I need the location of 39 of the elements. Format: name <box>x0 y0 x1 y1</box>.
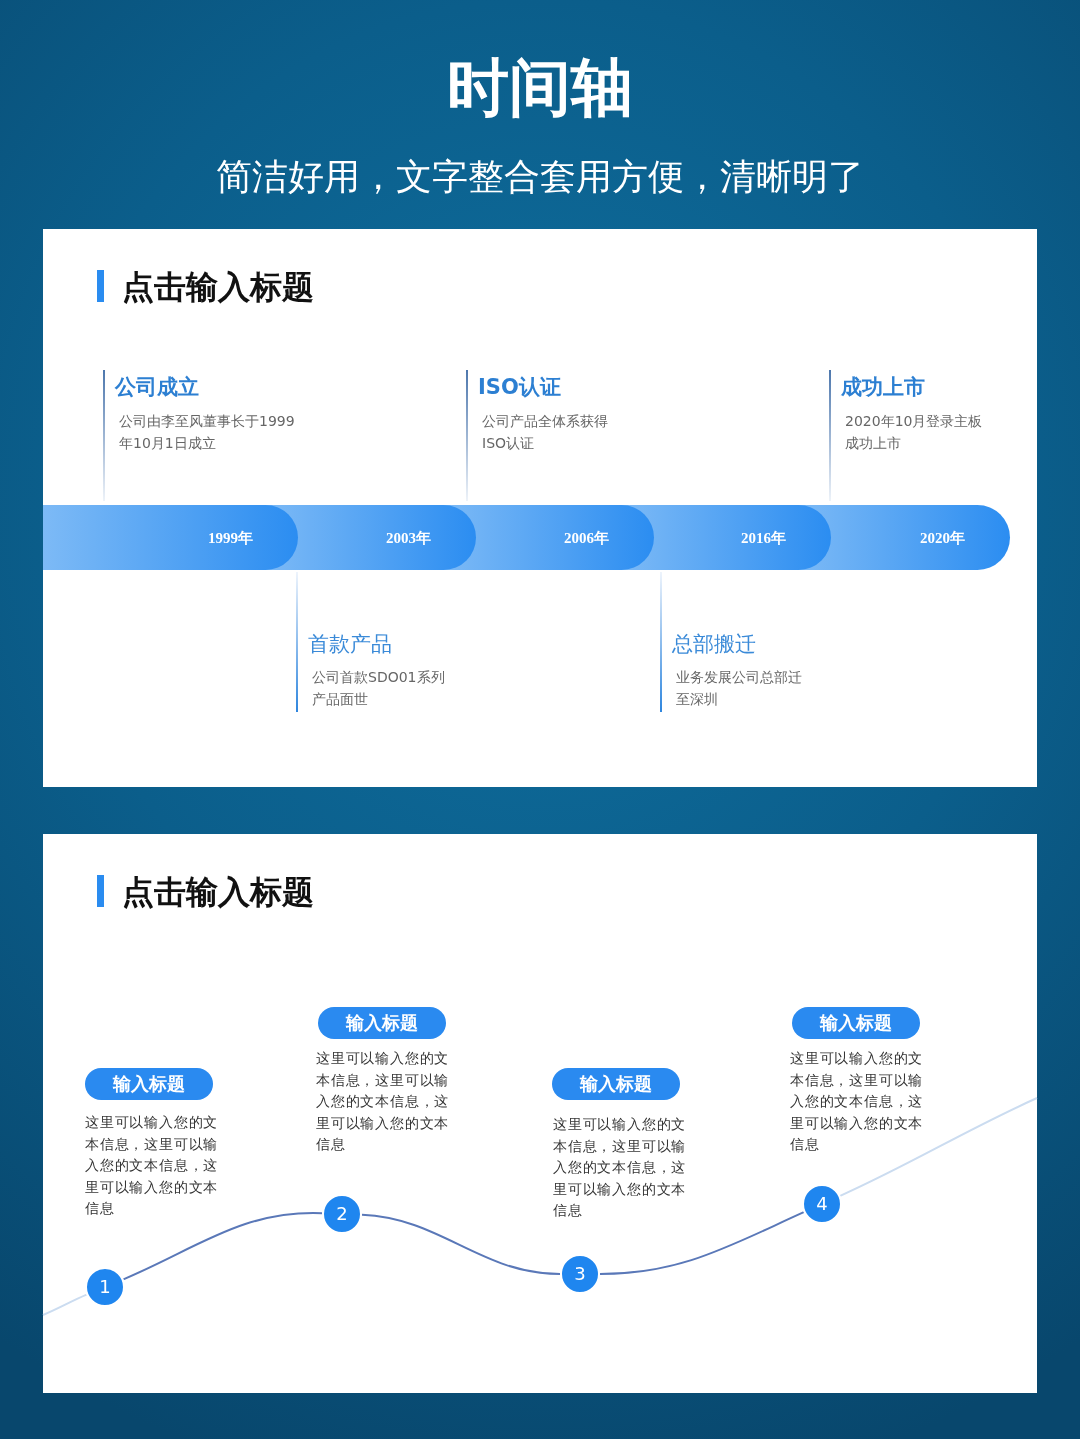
curve-connector <box>599 1211 805 1275</box>
title-tag: 输入标题 <box>552 1068 680 1100</box>
subtitle: 简洁好用，文字整合套用方便，清晰明了 <box>216 156 864 198</box>
description-text: 这里可以输入您的文本信息，这里可以输入您的文本信息，这里可以输入您的文本信息 <box>790 1049 925 1154</box>
event-description: 公司首款SDO01系列产品面世 <box>312 668 446 709</box>
curve-connector <box>122 1212 323 1281</box>
content-card <box>43 834 1037 1393</box>
curve-connector <box>361 1213 561 1275</box>
year-label: 2020年 <box>920 528 965 548</box>
title-tag: 输入标题 <box>318 1007 446 1039</box>
year-label: 2003年 <box>386 528 431 548</box>
event-title: 成功上市 <box>841 374 925 400</box>
description-text: 这里可以输入您的文本信息，这里可以输入您的文本信息，这里可以输入您的文本信息 <box>316 1049 451 1154</box>
event-title: ISO认证 <box>478 374 561 400</box>
section-heading: 点击输入标题 <box>122 872 314 912</box>
step-number-marker: 4 <box>802 1184 842 1224</box>
description-text: 这里可以输入您的文本信息，这里可以输入您的文本信息，这里可以输入您的文本信息 <box>85 1113 220 1218</box>
title-tag: 输入标题 <box>85 1068 213 1100</box>
event-description: 业务发展公司总部迁至深圳 <box>676 668 803 709</box>
timeline-segment <box>43 505 298 570</box>
step-number-marker: 2 <box>322 1194 362 1234</box>
year-label: 2006年 <box>564 528 609 548</box>
title-tag: 输入标题 <box>792 1007 920 1039</box>
event-description: 公司产品全体系获得ISO认证 <box>482 412 609 453</box>
event-title: 公司成立 <box>115 374 199 400</box>
curve-connector <box>42 1293 88 1316</box>
event-title: 总部搬迁 <box>672 631 756 657</box>
year-label: 1999年 <box>208 528 253 548</box>
event-description: 2020年10月登录主板成功上市 <box>845 412 983 453</box>
step-number-marker: 1 <box>85 1267 125 1307</box>
year-label: 2016年 <box>741 528 786 548</box>
description-text: 这里可以输入您的文本信息，这里可以输入您的文本信息，这里可以输入您的文本信息 <box>553 1115 688 1220</box>
section-heading: 点击输入标题 <box>122 267 314 307</box>
event-title: 首款产品 <box>308 631 392 657</box>
step-number-marker: 3 <box>560 1254 600 1294</box>
event-description: 公司由李至风董事长于1999年10月1日成立 <box>119 412 296 453</box>
content-card <box>43 229 1037 787</box>
page-title: 时间轴 <box>447 57 633 119</box>
curve-connector <box>839 1097 1038 1197</box>
